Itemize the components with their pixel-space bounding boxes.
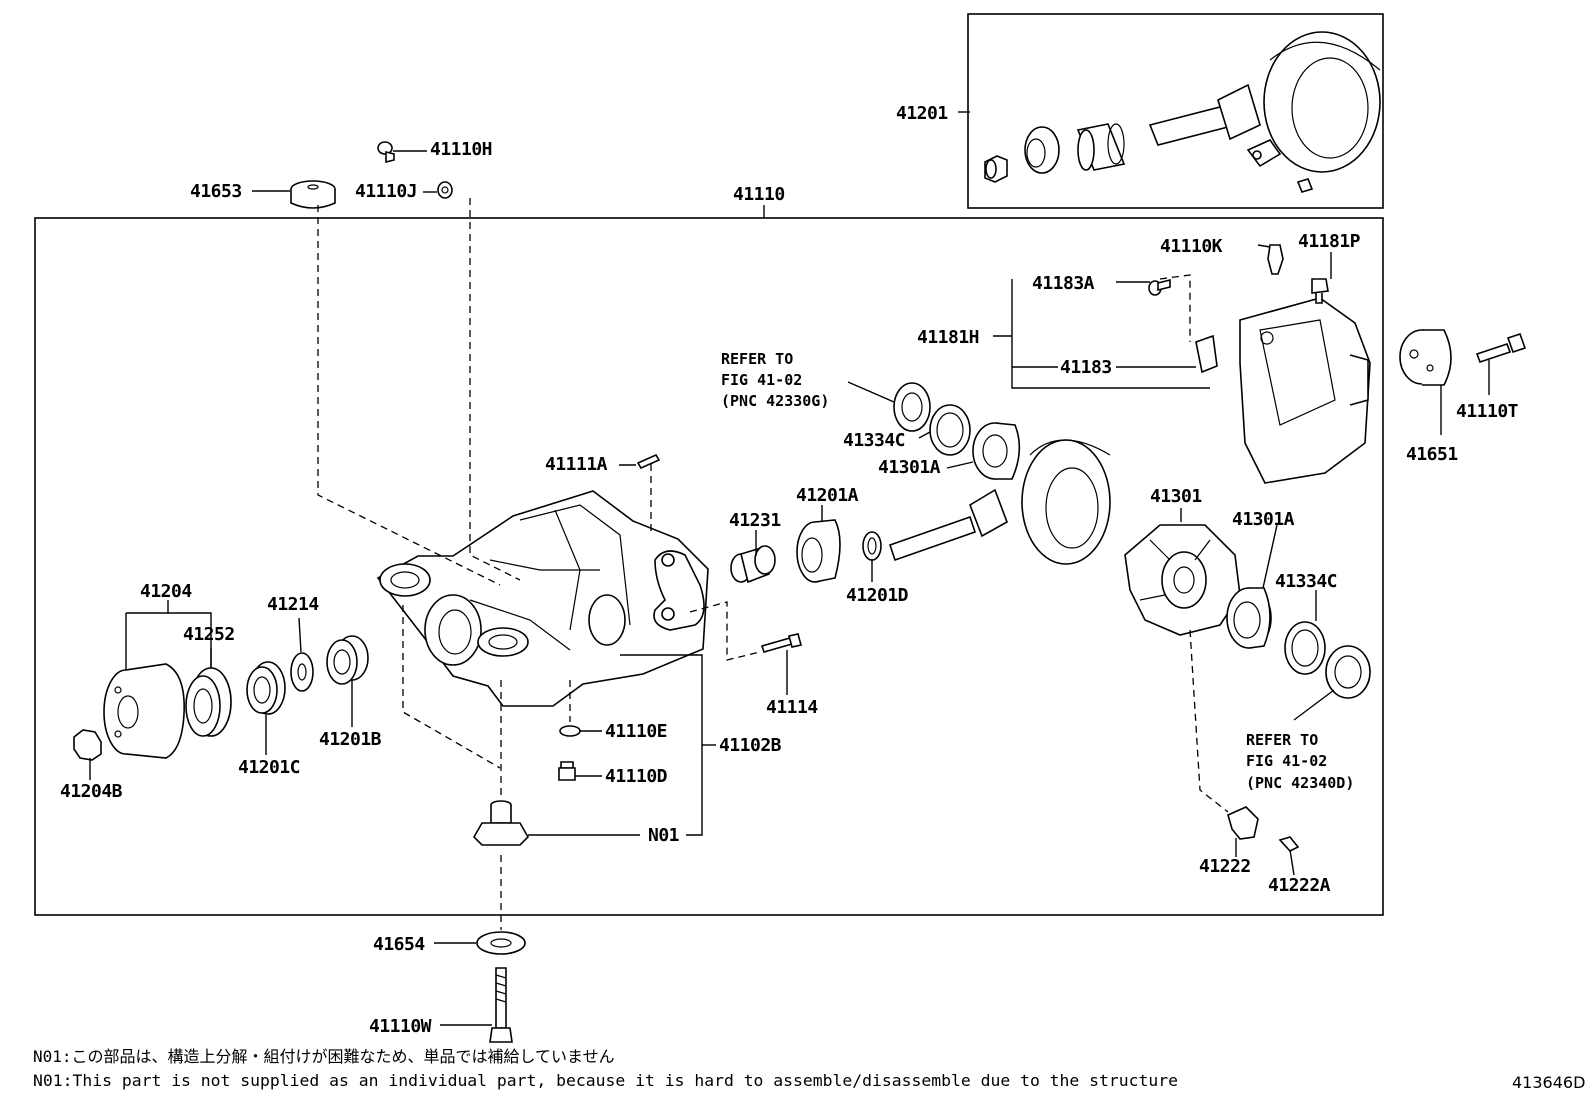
part-41654-stopper	[476, 931, 526, 955]
part-41110T-bolt	[1475, 332, 1527, 364]
reference-note-bottom: REFER TO FIG 41-02 (PNC 42340D)	[1246, 731, 1354, 792]
part-41222-retainer	[1227, 806, 1259, 840]
label-41222: 41222	[1199, 856, 1251, 877]
label-41110: 41110	[733, 184, 785, 205]
ref-top-line-2: FIG 41-02	[721, 371, 802, 389]
ring-gear	[1021, 439, 1111, 565]
part-41110H-bolt	[377, 141, 395, 164]
label-41201B: 41201B	[319, 729, 382, 750]
label-41201A: 41201A	[796, 485, 859, 506]
part-41231-spacer	[730, 545, 776, 584]
label-41110E: 41110E	[605, 721, 667, 742]
label-41110K: 41110K	[1160, 236, 1223, 257]
label-41301A-right: 41301A	[1232, 509, 1295, 530]
part-41110E-gasket	[559, 725, 581, 737]
part-41110W-bolt	[489, 967, 513, 1043]
ref-bottom-line-2: FIG 41-02	[1246, 752, 1327, 770]
label-41181P: 41181P	[1298, 231, 1361, 252]
label-41301A-top: 41301A	[878, 457, 941, 478]
pinion-gear-shaft	[888, 488, 1008, 562]
part-41214-washer	[290, 652, 314, 692]
part-41651-damper	[1399, 329, 1452, 386]
diagram-id: 413646D	[1512, 1073, 1585, 1092]
part-41181P-bolt	[1311, 278, 1329, 304]
part-41183A-bolt	[1148, 278, 1171, 296]
part-41110D-plug	[558, 761, 576, 781]
footnote-english: N01:This part is not supplied as an indi…	[33, 1071, 1178, 1090]
part-41222A-bolt	[1278, 836, 1300, 852]
footnote-japanese: N01:この部品は、構造上分解・組付けが困難なため、単品では補給していません	[33, 1047, 615, 1066]
leader-lines	[89, 150, 1490, 1026]
reference-note-top: REFER TO FIG 41-02 (PNC 42330G)	[721, 350, 829, 410]
part-41301-differential-case	[1124, 524, 1241, 636]
part-top-bearing-group	[893, 382, 1021, 480]
label-41183: 41183	[1060, 357, 1112, 378]
label-41110H: 41110H	[430, 139, 492, 160]
part-labels: 41201 41110H 41653 41110J 41110 41110K 4…	[60, 103, 1519, 1037]
part-N01-bushing	[473, 800, 529, 846]
main-assembly-frame	[34, 217, 1384, 916]
ring-pinion-kit-illustration	[984, 31, 1381, 193]
label-41301: 41301	[1150, 486, 1202, 507]
label-41222A: 41222A	[1268, 875, 1331, 896]
differential-carrier-housing	[376, 490, 709, 707]
part-41111A-pin	[636, 453, 661, 470]
label-41102B: 41102B	[719, 735, 782, 756]
label-41110T: 41110T	[1456, 401, 1519, 422]
part-41201C-bearing	[246, 661, 286, 715]
ref-top-line-3: (PNC 42330G)	[721, 392, 829, 410]
assembly-guide-lines	[317, 198, 1229, 930]
ring-pinion-kit-frame	[967, 13, 1384, 209]
ref-top-line-1: REFER TO	[721, 350, 793, 368]
label-41653: 41653	[190, 181, 242, 202]
label-41111A: 41111A	[545, 454, 608, 475]
ref-bottom-line-1: REFER TO	[1246, 731, 1318, 749]
label-41181H: 41181H	[917, 327, 979, 348]
label-41204: 41204	[140, 581, 192, 602]
part-41110J-washer	[437, 181, 453, 199]
part-41653-cushion	[290, 180, 336, 209]
label-41334C-top: 41334C	[843, 430, 905, 451]
label-41183A: 41183A	[1032, 273, 1095, 294]
part-41110K-plug	[1267, 244, 1284, 275]
label-41214: 41214	[267, 594, 319, 615]
label-41334C-right: 41334C	[1275, 571, 1337, 592]
part-41204B-nut	[73, 729, 102, 761]
part-41201D-shim	[862, 531, 882, 561]
part-right-bearing-group	[1226, 587, 1371, 699]
label-41201: 41201	[896, 103, 948, 124]
label-41110W: 41110W	[369, 1016, 432, 1037]
label-41231: 41231	[729, 510, 781, 531]
label-41651: 41651	[1406, 444, 1458, 465]
label-41114: 41114	[766, 697, 818, 718]
ref-bottom-line-3: (PNC 42340D)	[1246, 774, 1354, 792]
label-41204B: 41204B	[60, 781, 123, 802]
label-41110D: 41110D	[605, 766, 668, 787]
part-41181H-cover	[1239, 297, 1371, 484]
part-41201B-bearing	[326, 635, 369, 685]
label-41654: 41654	[373, 934, 425, 955]
part-41201A-bearing	[796, 519, 841, 583]
part-41114-bolt	[760, 633, 802, 653]
part-41183-plate	[1195, 334, 1218, 374]
part-41204-companion-flange	[103, 663, 185, 759]
label-41110J: 41110J	[355, 181, 417, 202]
label-41201D: 41201D	[846, 585, 909, 606]
label-N01: N01	[648, 825, 679, 846]
label-41201C: 41201C	[238, 757, 300, 778]
part-41252-oil-seal	[185, 667, 232, 737]
label-41252: 41252	[183, 624, 235, 645]
